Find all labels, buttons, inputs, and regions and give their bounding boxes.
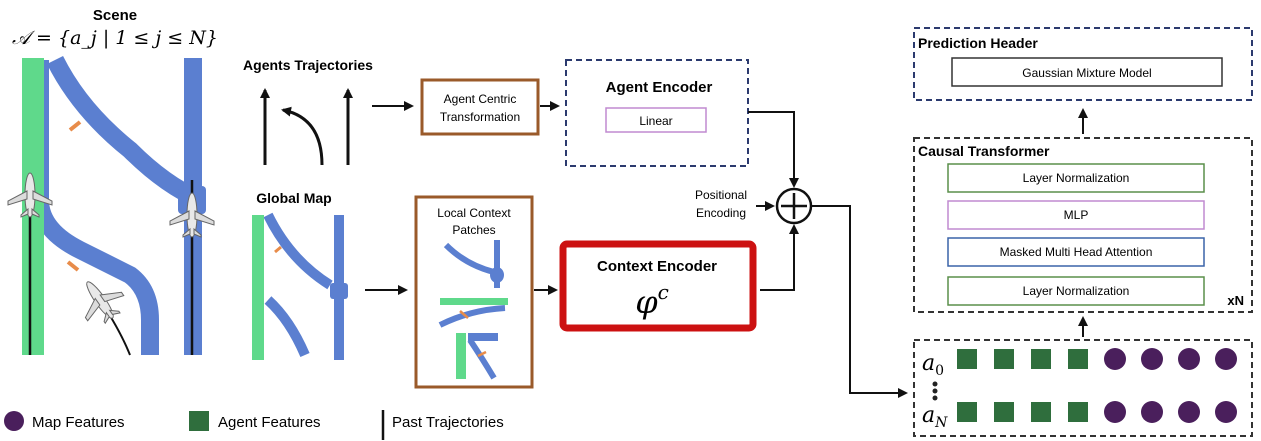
agent-feature-token bbox=[1031, 402, 1051, 422]
agent-encoder-title: Agent Encoder bbox=[606, 79, 713, 96]
agent-feature-token bbox=[1068, 349, 1088, 369]
agent-feature-token bbox=[1068, 402, 1088, 422]
positional-encoding-label: Positional bbox=[695, 188, 747, 202]
transformer-layers: Layer Normalization MLP Masked Multi Hea… bbox=[947, 163, 1205, 306]
local-context-box bbox=[414, 195, 534, 389]
positional-encoding-label: Encoding bbox=[696, 206, 746, 220]
mlp-layer bbox=[947, 200, 1205, 230]
agent-feature-token bbox=[994, 402, 1014, 422]
agent-feature-token bbox=[957, 349, 977, 369]
token-row-label-top: a0 bbox=[922, 351, 944, 379]
map-feature-token bbox=[1141, 348, 1163, 370]
layer-label: Layer Normalization bbox=[1023, 284, 1130, 298]
agent-feature-token bbox=[957, 402, 977, 422]
gmm-layer-label: Gaussian Mixture Model bbox=[1022, 66, 1151, 80]
gmm-layer bbox=[951, 57, 1223, 87]
causal-transformer-title: Causal Transformer bbox=[918, 143, 1050, 159]
layer-label: Masked Multi Head Attention bbox=[1000, 245, 1153, 259]
map-feature-token bbox=[1104, 348, 1126, 370]
legend: Map Features Agent Features Past Traject… bbox=[4, 410, 504, 440]
ellipsis-dots bbox=[932, 381, 938, 401]
agents-trajectories-label: Agents Trajectories bbox=[243, 57, 373, 73]
agent-centric-box bbox=[420, 78, 540, 136]
local-context-label: Local Context bbox=[437, 206, 511, 220]
prediction-header-title: Prediction Header bbox=[918, 35, 1038, 51]
connectors bbox=[365, 101, 1088, 398]
agent-feature-token bbox=[1031, 349, 1051, 369]
global-map-thumbnail bbox=[252, 212, 348, 360]
local-context-label: Patches bbox=[452, 223, 495, 237]
agent-feature-swatch bbox=[189, 411, 209, 431]
agent-centric-label: Transformation bbox=[440, 110, 520, 124]
map-feature-token bbox=[1215, 401, 1237, 423]
context-encoder-symbol: φc bbox=[635, 280, 669, 321]
scene-formula: 𝒜 = {a_j | 1 ≤ j ≤ N} bbox=[12, 27, 218, 49]
token-rows bbox=[957, 348, 1237, 423]
scene-title: Scene bbox=[93, 7, 137, 24]
repeat-label: xN bbox=[1227, 293, 1244, 308]
token-row-label-bottom: aN bbox=[922, 403, 948, 431]
plane-icon bbox=[169, 192, 215, 238]
scene-map bbox=[7, 55, 215, 356]
map-feature-token bbox=[1178, 348, 1200, 370]
layer-normalization-bottom bbox=[947, 276, 1205, 306]
trajectory-arrows bbox=[260, 88, 353, 166]
agent-feature-token bbox=[994, 349, 1014, 369]
layer-normalization-top bbox=[947, 163, 1205, 193]
linear-layer bbox=[605, 107, 707, 133]
attention-layer bbox=[947, 237, 1205, 267]
agent-centric-label: Agent Centric bbox=[444, 92, 517, 106]
context-patches bbox=[438, 240, 508, 380]
map-feature-token bbox=[1178, 401, 1200, 423]
layer-label: MLP bbox=[1064, 208, 1089, 222]
context-encoder-title: Context Encoder bbox=[597, 258, 717, 275]
legend-past-trajectories: Past Trajectories bbox=[392, 414, 504, 431]
map-feature-token bbox=[1141, 401, 1163, 423]
legend-agent-features: Agent Features bbox=[218, 414, 321, 431]
map-feature-token bbox=[1215, 348, 1237, 370]
global-map-label: Global Map bbox=[256, 190, 331, 206]
context-encoder-box bbox=[559, 240, 757, 332]
layer-label: Layer Normalization bbox=[1023, 171, 1130, 185]
linear-layer-label: Linear bbox=[639, 114, 672, 128]
map-feature-swatch bbox=[4, 411, 24, 431]
map-feature-token bbox=[1104, 401, 1126, 423]
legend-map-features: Map Features bbox=[32, 414, 125, 431]
